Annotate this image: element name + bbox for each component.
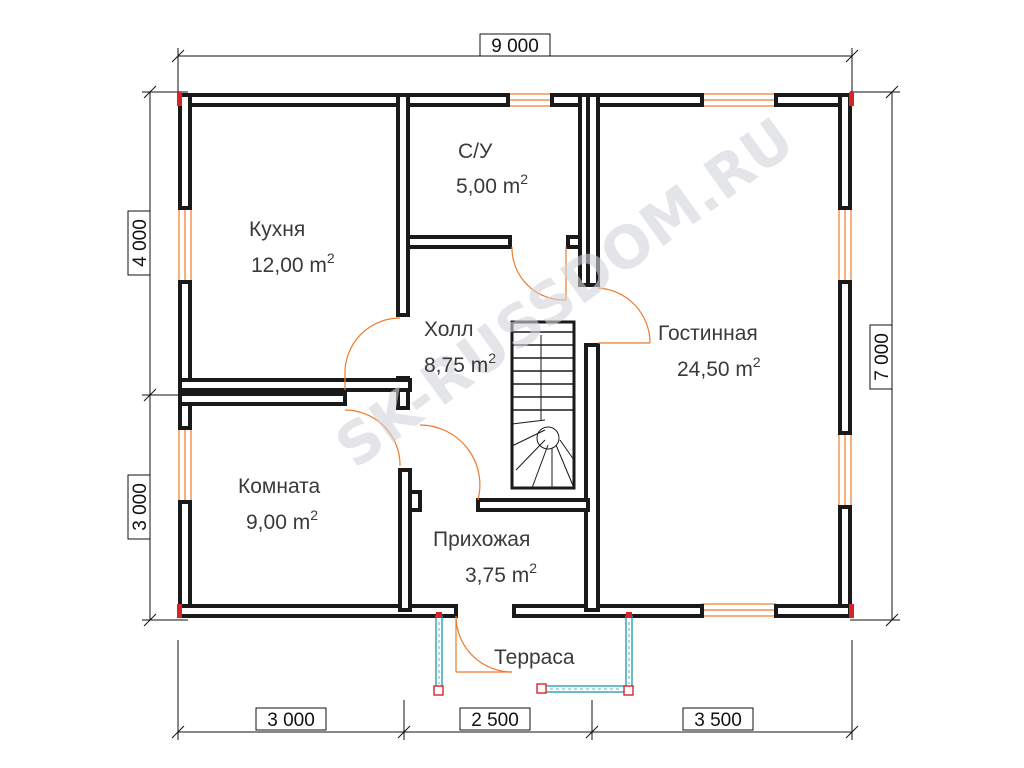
room-name: Комната	[238, 475, 321, 498]
room-name: Прихожая	[433, 528, 530, 551]
svg-text:4 000: 4 000	[130, 219, 151, 267]
svg-text:2 500: 2 500	[471, 710, 519, 731]
dim-bottom-right: 3 500	[682, 707, 754, 731]
staircase	[510, 320, 576, 490]
terrace-label: Терраса	[494, 646, 575, 669]
room-area: 12,00 m2	[251, 250, 335, 277]
room-entrance: Прихожая 3,75 m2	[433, 528, 537, 587]
terrace-post	[433, 685, 444, 696]
terrace-post	[536, 683, 547, 694]
room-area: 24,50 m2	[677, 354, 761, 381]
room-area: 5,00 m2	[456, 171, 528, 198]
dim-top: 9 000	[479, 33, 551, 57]
terrace-railing	[433, 612, 634, 696]
room-name: Гостинная	[658, 322, 758, 345]
room-name: Кухня	[249, 218, 305, 241]
dim-left-lower: 3 000	[127, 474, 151, 540]
terrace-post	[623, 685, 634, 696]
svg-text:7 000: 7 000	[872, 333, 893, 381]
dim-left-upper: 4 000	[127, 210, 151, 276]
walls	[178, 93, 852, 618]
windows	[178, 93, 852, 617]
dim-bottom-middle: 2 500	[459, 707, 531, 731]
svg-text:3 500: 3 500	[694, 710, 742, 731]
svg-text:9 000: 9 000	[491, 36, 539, 57]
svg-text:3 000: 3 000	[267, 710, 315, 731]
doors	[344, 246, 651, 673]
svg-text:3 000: 3 000	[130, 483, 151, 531]
room-hall: Холл 8,75 m2	[424, 318, 496, 377]
room-area: 3,75 m2	[465, 560, 537, 587]
corner-posts	[177, 92, 854, 618]
room-bedroom: Комната 9,00 m2	[238, 475, 321, 534]
room-bathroom: С/У 5,00 m2	[456, 140, 528, 198]
room-name: Холл	[424, 318, 474, 341]
room-living: Гостинная 24,50 m2	[658, 322, 761, 381]
room-area: 8,75 m2	[424, 350, 496, 377]
dim-bottom-left: 3 000	[255, 707, 327, 731]
room-kitchen: Кухня 12,00 m2	[249, 218, 335, 277]
dim-right: 7 000	[869, 324, 893, 390]
room-name: С/У	[458, 140, 493, 163]
room-area: 9,00 m2	[246, 507, 318, 534]
